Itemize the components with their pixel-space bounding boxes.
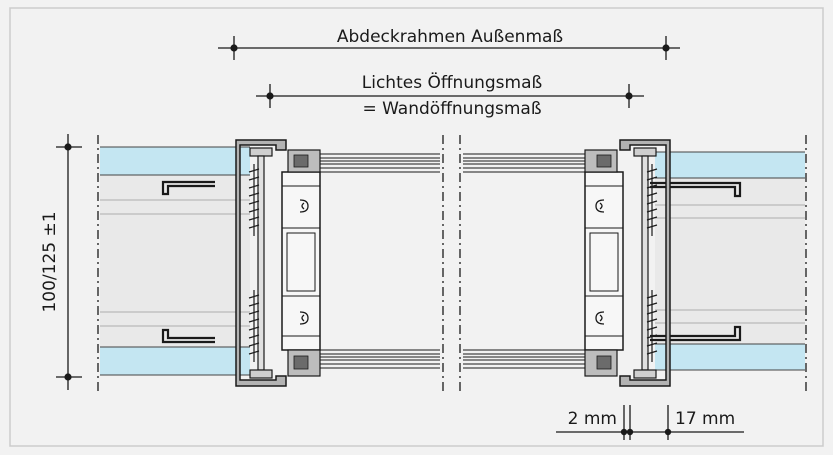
left-glass-panes — [320, 153, 440, 369]
right-wall — [650, 151, 805, 371]
clear-opening-label: Lichtes Öffnungsmaß — [362, 71, 542, 93]
left-frame-profile — [235, 139, 321, 387]
left-wall-core — [100, 175, 250, 347]
gap-right-label: 17 mm — [675, 409, 735, 429]
left-wall — [100, 146, 250, 376]
right-wall-board-top — [655, 152, 805, 178]
wall-thickness-label: 100/125 ±1 — [40, 211, 60, 312]
right-glass-panes — [463, 153, 585, 369]
cover-frame-outer-label: Abdeckrahmen Außenmaß — [337, 27, 563, 47]
wall-opening-label: = Wandöffnungsmaß — [362, 99, 541, 119]
left-wall-board-top — [100, 147, 250, 175]
right-wall-core — [655, 178, 805, 344]
left-wall-board-bottom — [100, 347, 250, 375]
break-lines — [97, 135, 807, 392]
gap-left-label: 2 mm — [568, 409, 617, 429]
dimension-dots — [64, 44, 672, 436]
right-frame-profile — [584, 139, 671, 387]
right-wall-board-bottom — [655, 344, 805, 370]
